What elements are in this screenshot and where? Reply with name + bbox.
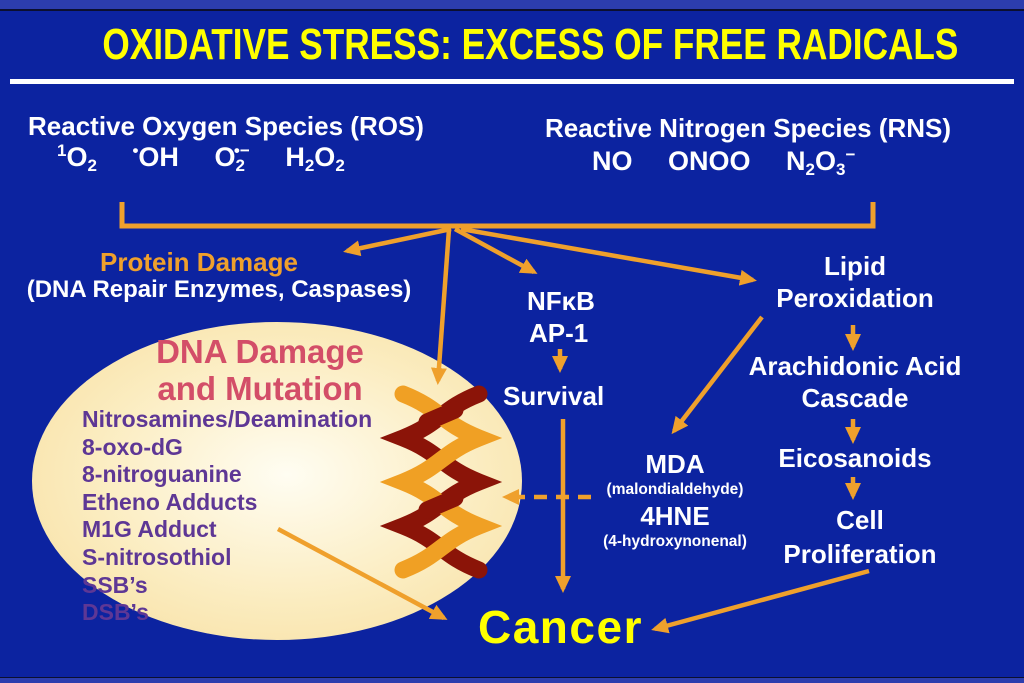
formula-sub: 2 [335,156,345,175]
formula-base: O [314,142,336,172]
dna-damage-item: Nitrosamines/Deamination [82,406,373,432]
rns-dinitrogen-trioxide: N2O3− [786,145,856,179]
lipid-line2: Peroxidation [776,283,934,313]
arachidonic-line2: Cascade [801,383,909,413]
formula-sub: 2 [87,156,97,175]
arrow-to-protein-damage-icon [343,226,452,257]
arrow-to-nfkb-icon [453,227,538,274]
dna-damage-title-line1: DNA Damage [156,333,364,370]
dna-damage-title-line2: and Mutation [157,370,363,407]
protein-damage-sublabel: (DNA Repair Enzymes, Caspases) [26,276,412,303]
formula-sup: •− [233,141,250,160]
dna-damage-item: M1G Adduct [82,516,217,543]
dna-damage-item: 8-oxo-dG [82,433,183,460]
formula-sub: 2 [304,156,315,175]
title-underline [10,79,1014,84]
rns-peroxynitrite: ONOO [668,146,751,176]
formula-sub: 2 [235,156,245,175]
dna-damage-item: DSB’s [82,599,149,626]
ros-hydrogen-peroxide: H2O2 [285,142,345,175]
formula-sub: 2 [805,160,816,179]
arachidonic-cascade-label: Arachidonic Acid Cascade [735,350,975,414]
cell-proliferation-label: Cell Proliferation [755,503,965,571]
slide-top-border [0,0,1024,11]
dna-damage-item: S-nitrosothiol [82,543,232,570]
ap1-label: AP-1 [529,318,589,348]
lipid-peroxidation-label: Lipid Peroxidation [745,250,965,314]
rns-formulas: NO ONOO N2O3− [592,145,883,179]
mda-label: MDA [645,449,705,479]
formula-sup: 1 [57,141,67,160]
aldehydes-block: MDA (malondialdehyde) 4HNE (4-hydroxynon… [575,449,775,553]
dna-damage-item: SSB’s [82,571,148,598]
formula-base: H [285,142,305,172]
dna-damage-item: 8-nitroguanine [82,461,242,488]
hne-fullname: (4-hydroxynonenal) [603,533,747,550]
formula-base: OH [138,142,179,172]
arrow-proliferation-to-cancer-icon [651,568,870,634]
ros-heading: Reactive Oxygen Species (ROS) [28,111,424,141]
slide-title: OXIDATIVE STRESS: EXCESS OF FREE RADICAL… [102,20,959,69]
radical-bracket [119,202,876,229]
dna-damage-title: DNA Damage and Mutation [90,333,430,407]
formula-sub: 3 [836,160,846,179]
nfkb-label: NFκB [527,286,595,316]
rns-nitric-oxide: NO [592,146,633,176]
protein-damage-label: Protein Damage [100,247,298,277]
rns-heading: Reactive Nitrogen Species (RNS) [545,113,952,143]
hne-label: 4HNE [640,501,710,531]
dna-damage-list: Nitrosamines/Deamination 8-oxo-dG 8-nitr… [82,406,372,627]
ros-formulas: 1O2 •OH O2•− H2O2 [57,141,373,175]
formula-base: O [214,142,236,172]
formula-base: O [815,146,837,176]
ros-superoxide: O2•− [214,141,250,175]
cell-line2: Proliferation [783,539,937,569]
lipid-line1: Lipid [823,251,887,281]
formula-base: N [786,146,806,176]
formula-sup: • [132,141,139,160]
formula-sup: − [845,145,856,164]
arrow-to-dna-damage-icon [430,228,452,385]
arrow-to-lipid-peroxidation-icon [460,226,757,286]
cancer-label: Cancer [478,601,643,653]
arachidonic-line1: Arachidonic Acid [748,351,962,381]
mda-fullname: (malondialdehyde) [606,481,744,498]
ros-hydroxyl-radical: •OH [132,141,179,172]
dna-damage-item: Etheno Adducts [82,488,258,515]
cell-line1: Cell [836,505,884,535]
eicosanoids-label: Eicosanoids [778,443,932,473]
survival-label: Survival [503,381,605,411]
ros-singlet-oxygen: 1O2 [57,141,97,175]
slide-bottom-border [0,677,1024,683]
formula-base: O [66,142,88,172]
